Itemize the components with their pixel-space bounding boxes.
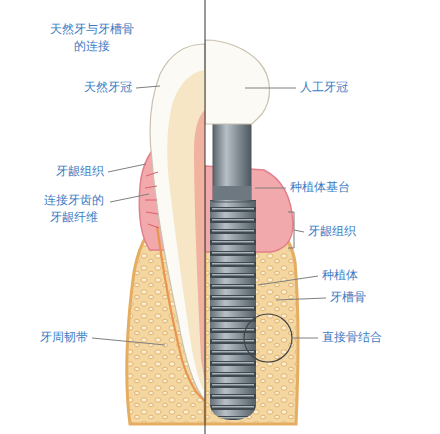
leader-line <box>136 86 160 88</box>
leader-line <box>245 88 296 89</box>
leader-line <box>294 230 304 232</box>
part-label: 天然牙冠 <box>84 79 132 96</box>
part-label: 连接牙齿的 牙龈纤维 <box>42 192 106 227</box>
part-label: 人工牙冠 <box>300 79 348 96</box>
leader-line <box>292 338 318 339</box>
natural-tooth <box>127 44 205 424</box>
part-label: 牙槽骨 <box>330 289 366 306</box>
part-label: 种植体基台 <box>290 179 350 196</box>
leader-line <box>108 164 146 172</box>
part-label: 直接骨结合 <box>322 329 382 346</box>
leader-line <box>110 194 149 202</box>
leader-line <box>92 338 165 345</box>
leader-line <box>276 298 326 300</box>
part-label: 种植体 <box>322 267 358 284</box>
leader-line <box>258 276 318 285</box>
part-label: 牙龈组织 <box>56 163 104 180</box>
part-label: 牙龈组织 <box>308 223 356 240</box>
leader-line <box>255 188 286 189</box>
part-label: 天然牙与牙槽骨 的连接 <box>46 21 138 56</box>
part-label: 牙周韧带 <box>40 329 88 346</box>
dental-implant <box>205 40 298 424</box>
